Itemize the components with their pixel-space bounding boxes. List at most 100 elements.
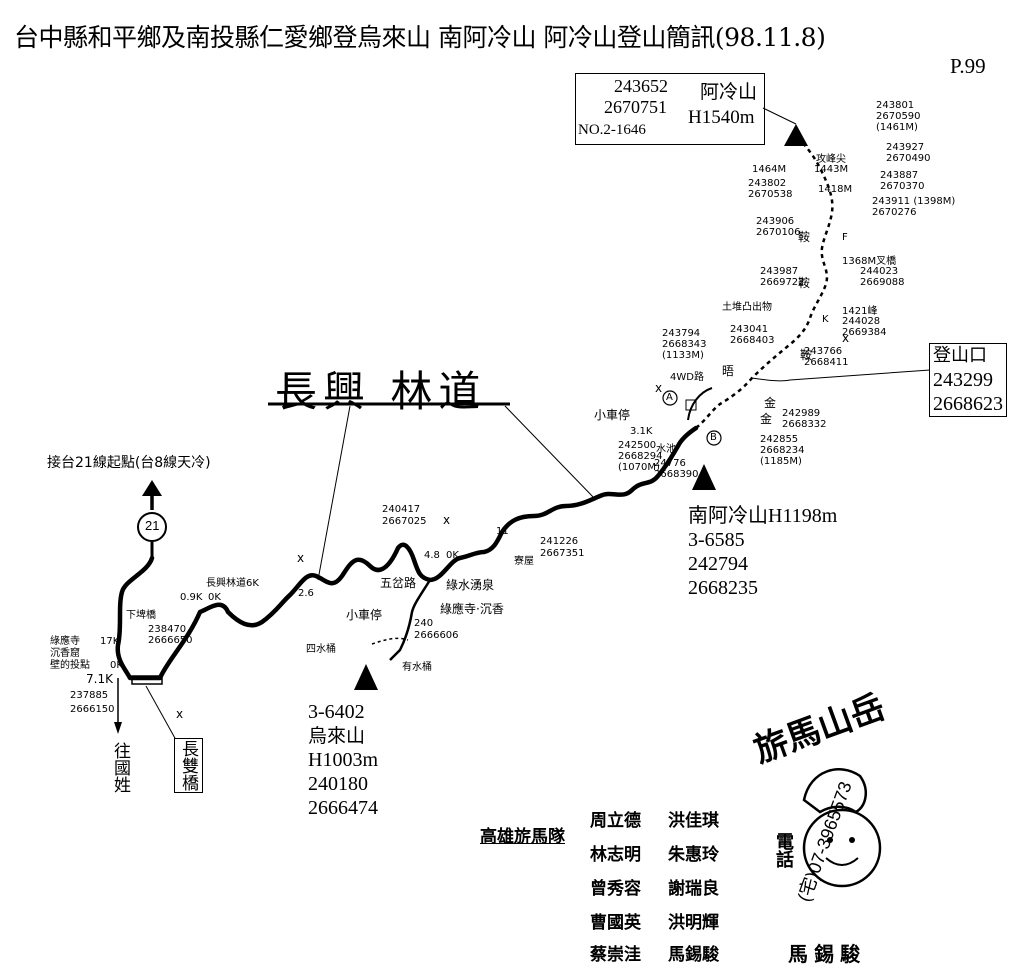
km-0b-label: 0K: [446, 550, 459, 561]
coord-241226: 241226 2667351: [540, 536, 585, 560]
km-0-label: 0K: [208, 592, 221, 603]
stamp-owner-name: 馬錫駿: [788, 942, 866, 966]
member-name: 周立德: [590, 811, 641, 831]
km-11-label: 11: [496, 526, 509, 537]
coord-243801: 243801 2670590 (1461M): [876, 100, 921, 133]
wulai-no: 3-6402: [308, 701, 365, 723]
coord-243911: 243911 (1398M) 2670276: [872, 196, 955, 218]
note-line: 2668343: [662, 339, 707, 350]
water-bucket-label: 有水桶: [402, 662, 432, 673]
note-line: 壁的投點: [50, 660, 90, 671]
x-mark: x: [443, 513, 450, 527]
note-line: 2669384: [842, 327, 887, 338]
note-line: 242855: [760, 434, 799, 445]
note-line: 238470: [148, 624, 187, 635]
note-line: 2670590: [876, 111, 921, 122]
note-line: 2668411: [804, 357, 849, 368]
member-name: 洪明輝: [668, 913, 719, 933]
xiapi-bridge-label: 下埤橋: [126, 610, 156, 621]
page-title: 台中縣和平鄉及南投縣仁愛鄉登烏來山 南阿冷山 阿冷山登山簡訊(98.11.8): [14, 23, 826, 52]
coord-243906: 243906 2670106: [756, 216, 801, 238]
x-mark: x: [176, 707, 183, 721]
chiri-label: 晤: [722, 364, 735, 378]
elev-1418-label: 1418M: [818, 184, 853, 195]
wulai-peak-triangle: [354, 664, 378, 690]
coord-243987: 243987 2669722: [760, 266, 805, 288]
trailhead-connector: [751, 369, 931, 382]
bridge-pointer: [145, 685, 177, 741]
note-line: 綠應寺: [50, 636, 80, 647]
note-line: 243911: [872, 196, 911, 207]
note-line: 沉香窟: [50, 648, 80, 659]
coord-242989: 242989 2668332: [782, 408, 827, 430]
note-line: 243766: [804, 346, 843, 357]
x-mark: x: [842, 331, 849, 345]
coord-242855: 242855 2668234 (1185M): [760, 434, 805, 467]
km-note: 0K: [110, 660, 123, 671]
note-line: (1133M): [662, 350, 704, 361]
road-name-pointer-b: [504, 405, 597, 501]
note-line: 243987: [760, 266, 799, 277]
note-line: 243887: [880, 170, 919, 181]
coord-243887: 243887 2670370: [880, 170, 925, 192]
south-aleng-peak-triangle: [692, 464, 716, 490]
pond-label: 水池: [656, 444, 676, 455]
note-line: 2668294: [618, 451, 663, 462]
coord-kuan: 24776 2668390: [654, 458, 699, 480]
route21-number: 21: [145, 518, 160, 533]
south-aleng-n: 2668235: [688, 577, 758, 599]
elev-1464-label: 1464M: [752, 164, 787, 175]
coord-240: 240 2666606: [414, 618, 459, 642]
aleng-peak-n: 2670751: [604, 97, 667, 117]
note-line: 2666650: [148, 635, 193, 646]
member-name: 蔡崇洼: [590, 945, 641, 965]
saddle-label: 鞍: [798, 230, 811, 244]
note-line: 240417: [382, 504, 421, 515]
junction-b-label: B: [710, 432, 717, 443]
lvshui-spring-label: 綠水湧泉: [446, 578, 495, 592]
xiaoche-right-label: 小車停: [594, 408, 631, 422]
member-name: 曾秀容: [590, 879, 641, 899]
f-marker: F: [842, 232, 848, 243]
coord-238470: 238470 2666650: [148, 624, 193, 646]
wulai-n: 2666474: [308, 797, 378, 819]
k-marker: K: [822, 314, 829, 325]
elev-1443-label: 1443M: [814, 164, 849, 175]
coord-note: 237885: [70, 690, 109, 701]
note-line: (1461M): [876, 122, 918, 133]
note-line: 2668403: [730, 335, 775, 346]
saddle-label: 鞍: [800, 348, 813, 362]
team-label: 高雄旂馬隊: [480, 827, 565, 847]
aleng-pointer: [762, 107, 797, 125]
note-line: (1070M): [618, 462, 660, 473]
note-line: 2670490: [886, 153, 931, 164]
note-line: 241226: [540, 536, 579, 547]
trailhead-box: 登山口 243299 2668623: [929, 343, 1007, 417]
trailhead-label: 登山口: [933, 345, 987, 366]
km-2-6-label: 2.6: [298, 588, 314, 599]
note-line: 240: [414, 618, 434, 629]
member-name: 曹國英: [590, 913, 641, 933]
horse-head: [802, 768, 868, 814]
note-line: 2668332: [782, 419, 827, 430]
x-mark: x: [655, 381, 662, 395]
member-name: 林志明: [590, 845, 641, 865]
bridge-mark: [131, 675, 163, 685]
page-number: P.99: [950, 54, 986, 78]
note-line: 2670106: [756, 227, 801, 238]
wulai-e: 240180: [308, 773, 368, 795]
stamp-eye: [849, 837, 855, 843]
note-line: 243041: [730, 324, 769, 335]
coord-243041: 243041 2668403: [730, 324, 775, 346]
note-line: 2668390: [654, 469, 699, 480]
earth-mound-label: 土堆凸出物: [722, 302, 772, 313]
jin-label: 金: [760, 412, 773, 426]
member-name: 洪佳琪: [668, 811, 719, 831]
note-line: (1398M): [913, 196, 956, 207]
work-road-label: 4WD路: [670, 372, 704, 383]
aleng-peak-height: H1540m: [688, 107, 755, 128]
south-aleng-no: 3-6585: [688, 529, 745, 551]
peak-1421-label: 1421峰: [842, 306, 878, 317]
xiaoche-left-label: 小車停: [346, 608, 383, 622]
stamp-eye: [827, 837, 833, 843]
